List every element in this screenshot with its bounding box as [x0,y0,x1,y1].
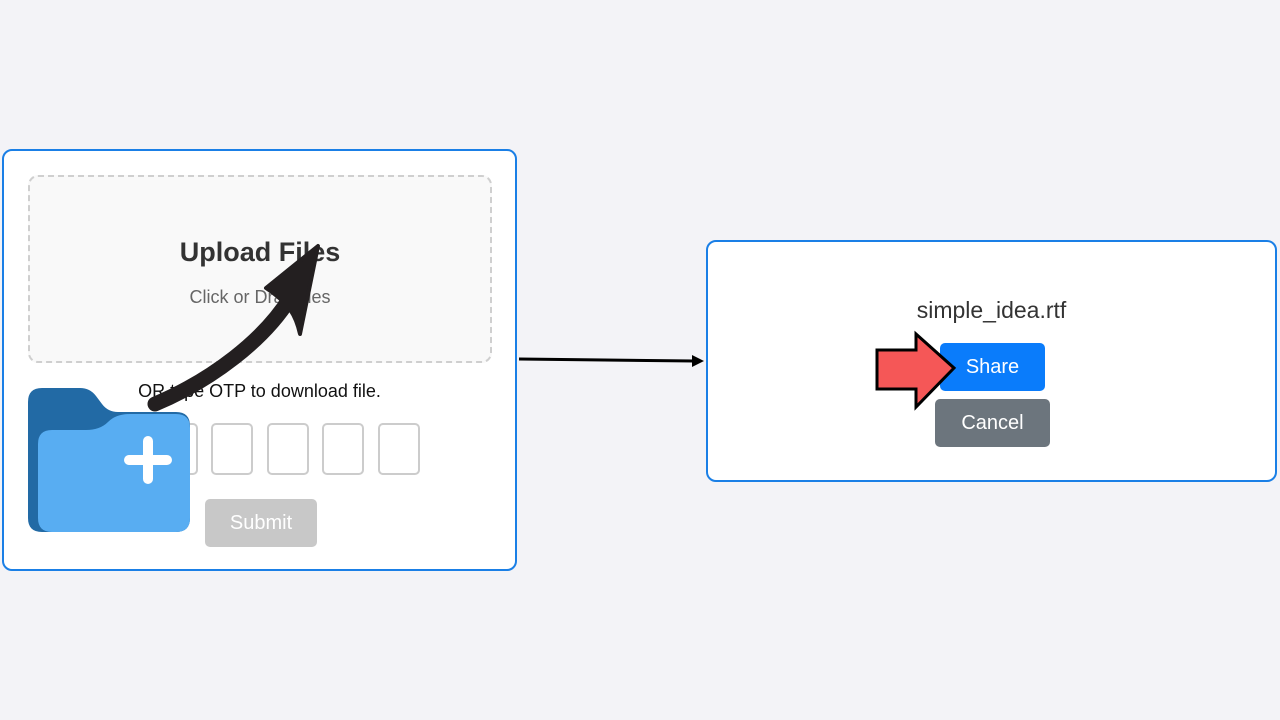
otp-digit-1[interactable] [156,423,198,475]
right-arrow-icon [518,355,704,367]
otp-digit-0[interactable] [100,423,142,475]
submit-button[interactable]: Submit [205,499,317,547]
share-button[interactable]: Share [940,343,1045,391]
file-name: simple_idea.rtf [916,297,1067,323]
file-dropzone[interactable]: Upload Files Click or Drag files [28,175,492,363]
upload-panel: Upload Files Click or Drag files OR type… [2,149,517,571]
otp-digit-2[interactable] [211,423,253,475]
otp-digit-3[interactable] [267,423,309,475]
otp-digit-4[interactable] [322,423,364,475]
otp-digit-5[interactable] [378,423,420,475]
upload-subtitle: Click or Drag files [189,287,331,307]
share-panel: simple_idea.rtf Share Cancel [706,240,1277,482]
upload-title: Upload Files [179,237,341,267]
otp-label: OR type OTP to download file. [138,381,381,401]
cancel-button[interactable]: Cancel [935,399,1050,447]
